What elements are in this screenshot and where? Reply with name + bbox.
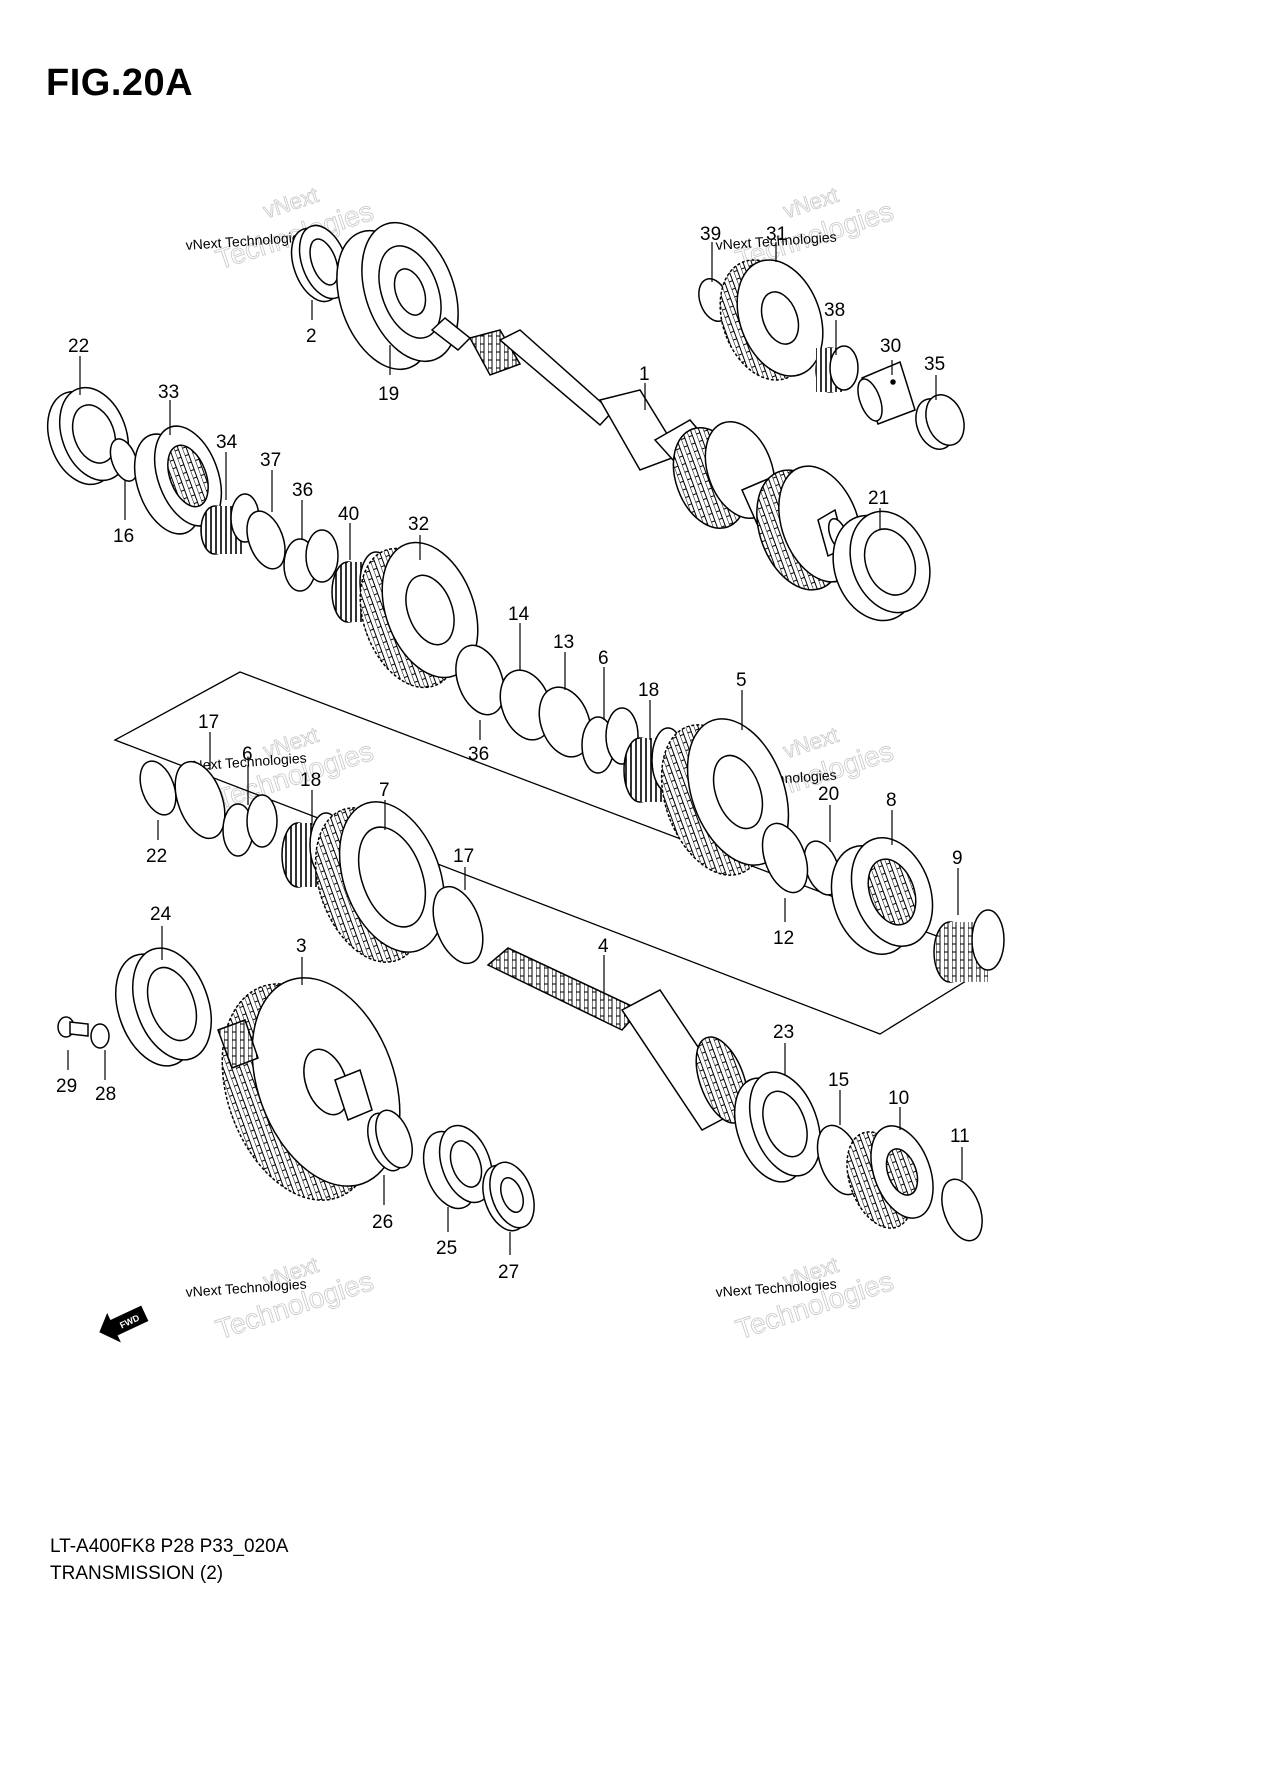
callout-26: 26 — [372, 1212, 393, 1233]
figure-name: TRANSMISSION (2) — [50, 1563, 224, 1584]
callout-3: 3 — [296, 936, 307, 957]
part-21-bearing — [832, 510, 931, 622]
callout-8: 8 — [886, 790, 897, 811]
callout-33: 33 — [158, 382, 179, 403]
callout-6b: 6 — [242, 744, 253, 765]
callout-9: 9 — [952, 848, 963, 869]
part-4-driveshaft — [486, 947, 749, 1131]
callout-38: 38 — [824, 300, 845, 321]
part-31-gear — [719, 259, 824, 381]
callout-28: 28 — [95, 1084, 116, 1105]
callouts: 39 31 2 19 38 30 35 22 33 1 34 37 36 16 … — [56, 224, 970, 1283]
callout-19: 19 — [378, 384, 399, 405]
callout-25: 25 — [436, 1238, 457, 1259]
callout-31: 31 — [766, 224, 787, 245]
part-5-gear — [660, 718, 790, 876]
part-36-collar-upper — [283, 529, 339, 592]
callout-4: 4 — [598, 936, 609, 957]
callout-16: 16 — [113, 526, 134, 547]
callout-18a: 18 — [638, 680, 659, 701]
callout-27: 27 — [498, 1262, 519, 1283]
callout-22b: 22 — [146, 846, 167, 867]
callout-12: 12 — [773, 928, 794, 949]
part-17-washer-right — [432, 885, 484, 965]
figure-code: LT-A400FK8 P28 P33_020A — [50, 1536, 289, 1557]
part-7-gear — [314, 801, 446, 963]
part-1-countershaft — [430, 317, 862, 591]
callout-30: 30 — [880, 336, 901, 357]
callout-13: 13 — [553, 632, 574, 653]
callout-22a: 22 — [68, 336, 89, 357]
part-19-bearing — [336, 221, 459, 371]
callout-23: 23 — [773, 1022, 794, 1043]
part-23-bearing — [733, 1071, 822, 1183]
callout-32: 32 — [408, 514, 429, 535]
callout-17a: 17 — [198, 712, 219, 733]
callout-40: 40 — [338, 504, 359, 525]
callout-34: 34 — [216, 432, 238, 453]
callout-5: 5 — [736, 670, 747, 691]
callout-36b: 36 — [468, 744, 489, 765]
part-27-oil-seal — [482, 1161, 535, 1232]
part-32-gear — [359, 541, 479, 689]
part-26-spacer — [367, 1109, 413, 1172]
figure-title: FIG.20A — [46, 62, 194, 104]
part-9-spline-bushing — [933, 909, 1005, 983]
part-25-bearing — [422, 1124, 494, 1210]
callout-15: 15 — [828, 1070, 849, 1091]
part-35-bushing — [915, 394, 965, 450]
part-8-shift-gear — [830, 837, 934, 955]
leader-lines — [67, 242, 963, 1255]
part-17-washer-left — [174, 760, 226, 840]
part-2-oil-seal — [290, 224, 350, 303]
callout-39: 39 — [700, 224, 721, 245]
callout-20: 20 — [818, 784, 839, 805]
part-36-washer-middle — [455, 644, 505, 716]
part-30-collar — [857, 360, 916, 425]
callout-2: 2 — [306, 326, 317, 347]
part-12-washer — [761, 822, 809, 894]
part-11-circlip — [941, 1178, 983, 1242]
callout-17b: 17 — [453, 846, 474, 867]
callout-1: 1 — [639, 364, 650, 385]
callout-11: 11 — [950, 1126, 970, 1147]
callout-18b: 18 — [300, 770, 321, 791]
callout-21: 21 — [868, 488, 889, 509]
callout-7: 7 — [379, 780, 390, 801]
callout-10: 10 — [888, 1088, 909, 1109]
callout-6a: 6 — [598, 648, 609, 669]
part-10-gear — [846, 1125, 934, 1229]
part-6-bushing-lower — [222, 794, 278, 857]
part-24-bearing — [115, 947, 212, 1067]
callout-35: 35 — [924, 354, 945, 375]
fwd-arrow-icon: FWD — [99, 1305, 149, 1343]
callout-36a: 36 — [292, 480, 313, 501]
part-3-final-gear — [217, 977, 401, 1201]
part-37-washer — [246, 510, 286, 570]
callout-24: 24 — [150, 904, 172, 925]
callout-29: 29 — [56, 1076, 77, 1097]
part-22-circlip — [139, 760, 177, 816]
part-38-needle-bearing — [815, 345, 859, 393]
callout-14: 14 — [508, 604, 530, 625]
part-29-bolt — [57, 1016, 89, 1038]
part-13-washer — [538, 686, 592, 758]
part-28-washer — [90, 1023, 110, 1049]
callout-37: 37 — [260, 450, 281, 471]
